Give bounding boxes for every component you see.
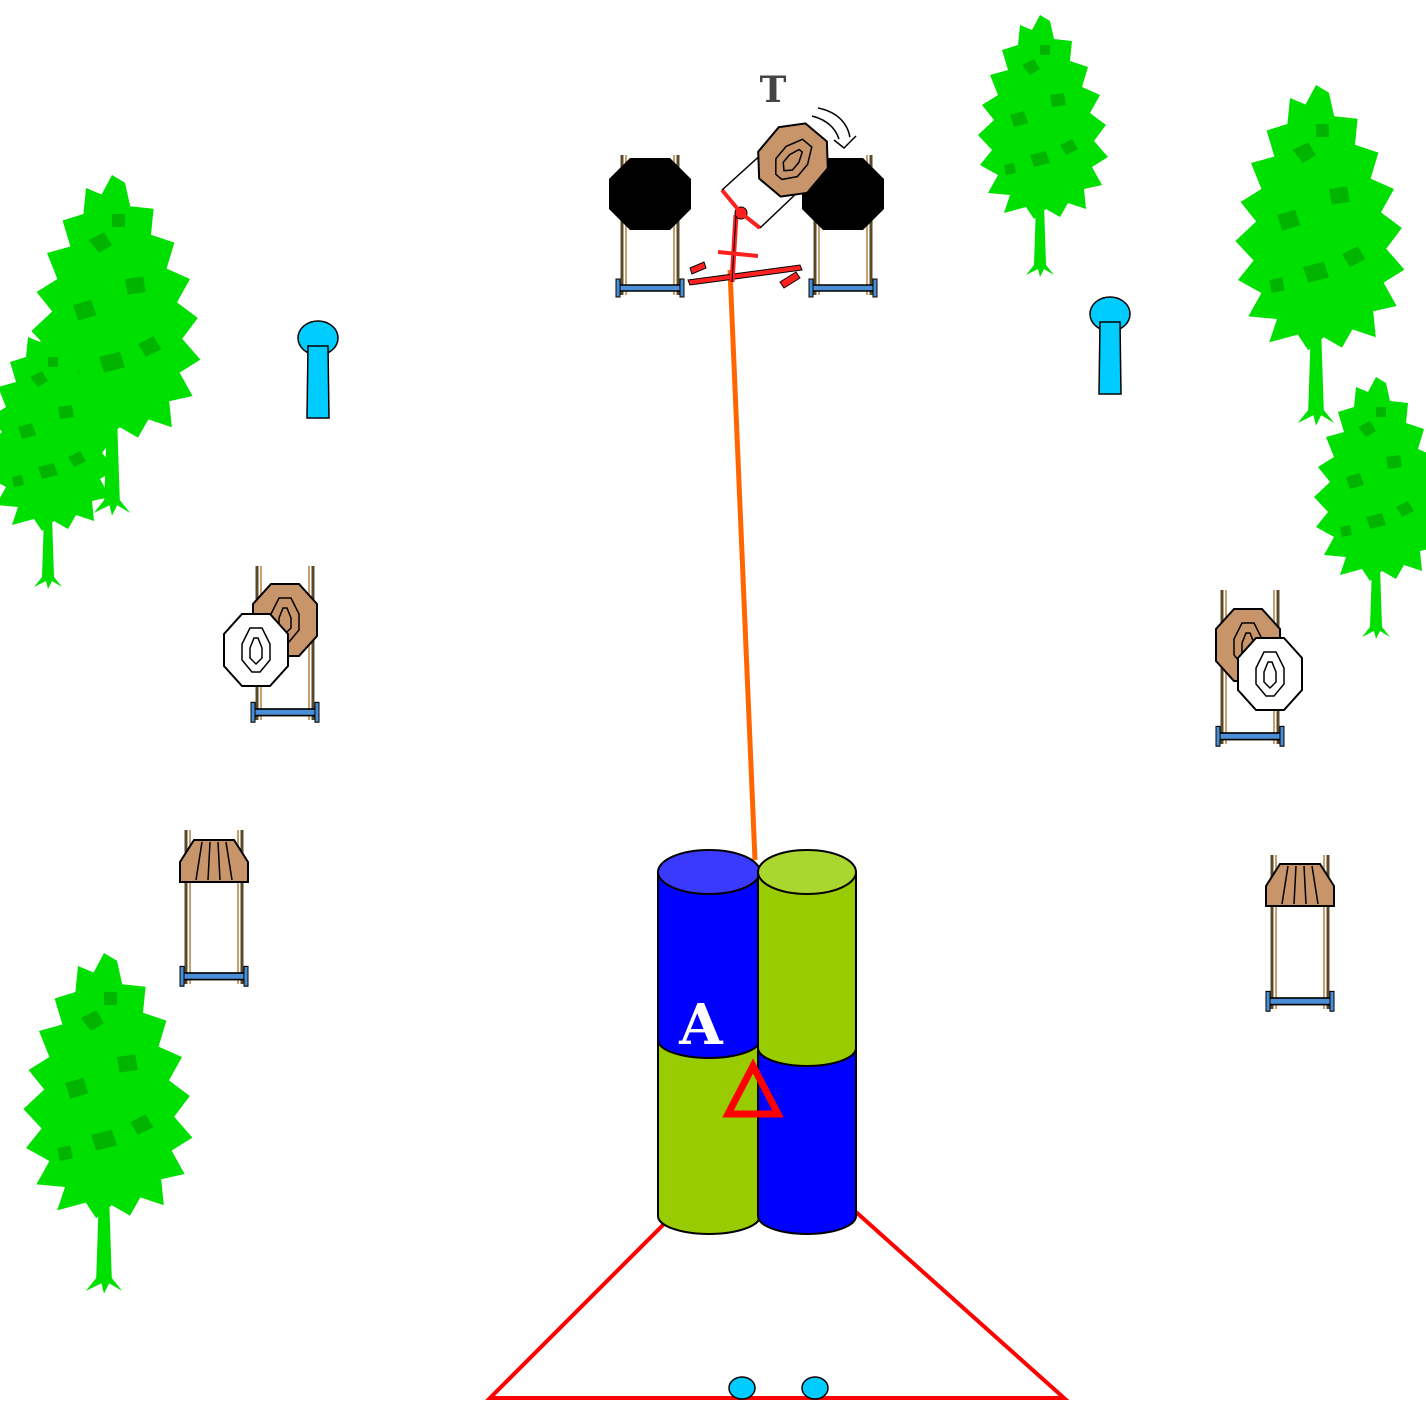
foot-position-icon-left bbox=[728, 1376, 756, 1400]
tree-icon-3 bbox=[978, 15, 1108, 277]
tree-icon-5 bbox=[1314, 377, 1426, 639]
partial-target-icon-left bbox=[179, 839, 249, 883]
paper-target-group-right bbox=[1214, 588, 1303, 748]
barrel-label: A bbox=[678, 992, 724, 1058]
foot-position-icon-right bbox=[801, 1376, 829, 1400]
partial-target-group-left bbox=[178, 828, 250, 988]
shooting-lane-line bbox=[727, 269, 758, 861]
turning-target-icon bbox=[687, 107, 857, 289]
partial-target-group-right bbox=[1264, 853, 1336, 1013]
cone-marker-icon-left bbox=[297, 320, 339, 419]
paper-target-group-left bbox=[223, 564, 321, 724]
tree-icon-6 bbox=[23, 953, 193, 1294]
paper-target-icon-left-white bbox=[223, 613, 289, 687]
turner-label: T bbox=[760, 69, 787, 111]
cone-marker-icon-right bbox=[1089, 296, 1131, 395]
paper-target-icon-right-white bbox=[1237, 637, 1303, 711]
partial-target-icon-right bbox=[1265, 863, 1335, 907]
start-triangle-icon bbox=[722, 1058, 784, 1118]
steel-plate-icon-left bbox=[609, 158, 691, 230]
fault-line bbox=[485, 1210, 1070, 1400]
tree-icon-4 bbox=[1235, 84, 1405, 426]
barrel-stack-icon bbox=[657, 849, 857, 1235]
